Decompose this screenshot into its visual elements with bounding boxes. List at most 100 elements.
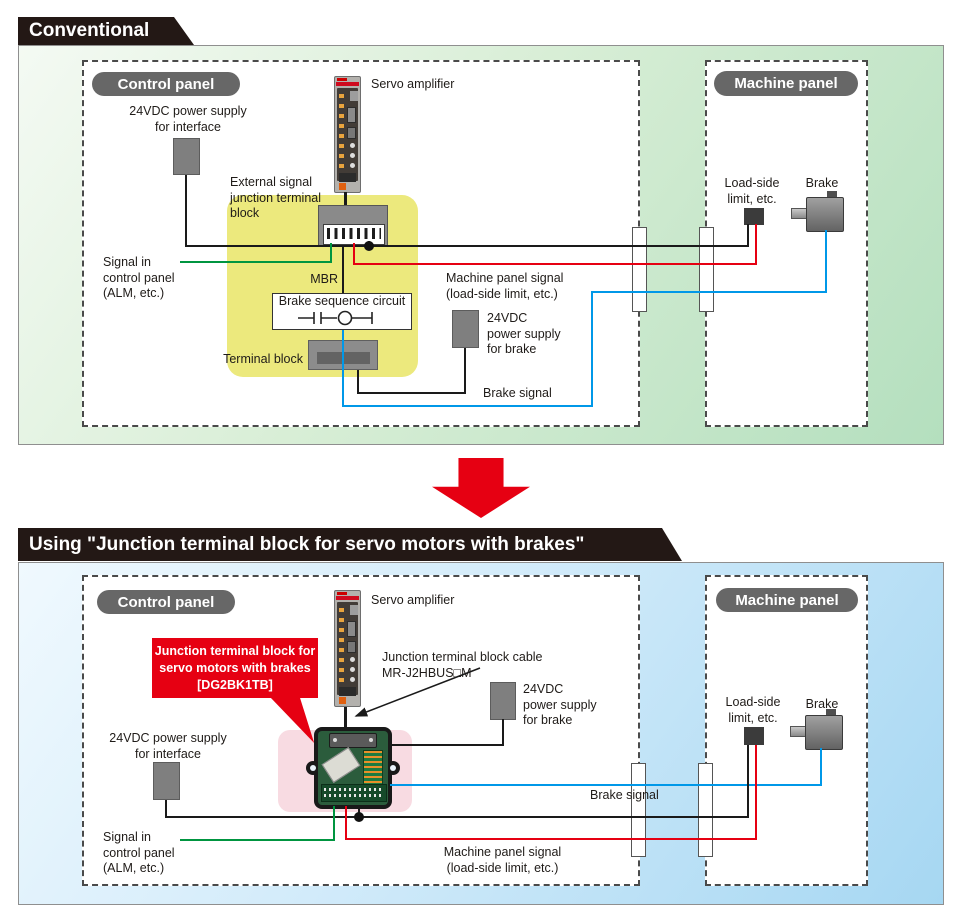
wire-brakesig-v1-top bbox=[357, 370, 359, 394]
amp-bottom-connector bbox=[339, 687, 356, 696]
label-line: MR-J2HBUS□M bbox=[382, 665, 472, 680]
wire-blue-h2-top bbox=[591, 291, 827, 293]
wire-red-v2-bottom bbox=[755, 745, 757, 840]
amp-red-stripe bbox=[336, 596, 359, 600]
wire-black-main-top bbox=[185, 245, 749, 247]
wire-green-h-bottom bbox=[180, 839, 335, 841]
using-banner: Using "Junction terminal block for servo… bbox=[18, 528, 682, 561]
control-panel-pill-top: Control panel bbox=[92, 72, 240, 96]
junction-cable-bottom bbox=[344, 707, 347, 731]
psu-brake-box-bottom bbox=[490, 682, 516, 720]
cable-duct-left-top bbox=[632, 227, 647, 312]
brake-motor-bottom bbox=[805, 715, 843, 750]
amp-connector-icon bbox=[347, 641, 356, 653]
load-side-limit-box-top bbox=[744, 208, 764, 225]
psu-brake-box-top bbox=[452, 310, 479, 348]
amp-led-icon bbox=[350, 677, 355, 682]
label-line: power supply bbox=[487, 326, 561, 341]
wire-psu-brake-v-bottom bbox=[502, 719, 504, 746]
pcb-bottom-terminals bbox=[321, 784, 387, 802]
pcb-side-terminals bbox=[363, 750, 383, 785]
load-side-limit-label-bottom: Load-side limit, etc. bbox=[713, 695, 793, 726]
label-line: (load-side limit, etc.) bbox=[446, 286, 558, 301]
psu-brake-label-top: 24VDC power supply for brake bbox=[487, 311, 561, 358]
amp-name-tag bbox=[350, 91, 358, 101]
amp-logo bbox=[337, 592, 347, 595]
load-side-limit-box-bottom bbox=[744, 727, 764, 745]
label-line: 24VDC bbox=[487, 311, 528, 325]
wire-red-v1-top bbox=[353, 243, 355, 265]
servo-amplifier-top bbox=[334, 76, 361, 193]
wire-psu-brake-h-bottom bbox=[390, 744, 504, 746]
label-line: Load-side bbox=[725, 695, 781, 709]
amp-led-icon bbox=[350, 143, 355, 148]
label-line: for brake bbox=[487, 342, 537, 356]
servo-amplifier-label-top: Servo amplifier bbox=[371, 77, 455, 91]
wire-blue-v1-top bbox=[342, 330, 344, 407]
psu-brake-label-bottom: 24VDC power supply for brake bbox=[523, 682, 597, 729]
label-line: for interface bbox=[134, 746, 201, 761]
amp-bottom-connector bbox=[339, 173, 356, 182]
label-line: for brake bbox=[523, 713, 573, 727]
servo-amplifier-bottom bbox=[334, 590, 361, 707]
wire-blue-h-bottom bbox=[390, 784, 822, 786]
cable-duct-left-bottom bbox=[631, 763, 646, 857]
brake-motor-tab-top bbox=[827, 191, 837, 198]
wire-blue-h1-top bbox=[342, 405, 593, 407]
wire-brakesig-v2-top bbox=[464, 348, 466, 394]
wire-psu-interface-top bbox=[185, 175, 187, 247]
label-line: 24VDC power supply bbox=[109, 731, 227, 745]
callout-line: [DG2BK1TB] bbox=[197, 677, 273, 692]
label-line: Machine panel signal bbox=[443, 845, 562, 859]
cable-pointer-arrow bbox=[354, 667, 481, 717]
wire-blue-v-bottom bbox=[820, 748, 822, 786]
amp-led-icon bbox=[350, 657, 355, 662]
amp-led-icon bbox=[350, 153, 355, 158]
terminal-block-label: Terminal block bbox=[223, 352, 303, 366]
amp-connector-icon bbox=[347, 107, 356, 123]
label-line: External signal bbox=[230, 175, 312, 189]
amp-led-icon bbox=[350, 667, 355, 672]
label-line: (ALM, etc.) bbox=[103, 286, 165, 300]
brake-signal-label-top: Brake signal bbox=[483, 386, 552, 400]
psu-interface-box-bottom bbox=[153, 762, 180, 800]
label-line: for interface bbox=[154, 119, 221, 134]
psu-interface-label-bottom: 24VDC power supply for interface bbox=[103, 731, 233, 762]
label-line: (ALM, etc.) bbox=[103, 861, 165, 875]
brake-label-top: Brake bbox=[805, 176, 839, 190]
brake-sequence-label: Brake sequence circuit bbox=[278, 294, 406, 308]
label-line: limit, etc. bbox=[728, 710, 778, 725]
label-line: Junction terminal block cable bbox=[382, 650, 543, 664]
brake-motor-top bbox=[806, 197, 844, 232]
wire-psu-interface-bottom bbox=[165, 800, 167, 818]
amp-orange-connector bbox=[339, 183, 346, 190]
amp-cable-top bbox=[344, 192, 347, 206]
servo-amplifier-label-bottom: Servo amplifier bbox=[371, 593, 455, 607]
amp-terminal-dots bbox=[339, 608, 344, 688]
junction-cable-label: Junction terminal block cable MR-J2HBUS□… bbox=[382, 650, 543, 681]
wire-red-h-top bbox=[353, 263, 757, 265]
amp-orange-connector bbox=[339, 697, 346, 704]
amp-connector-icon bbox=[347, 127, 356, 139]
pcb-mount-ear bbox=[386, 761, 400, 775]
amp-name-tag bbox=[350, 605, 358, 615]
machine-signal-label-bottom: Machine panel signal (load-side limit, e… bbox=[420, 845, 585, 876]
wire-green-v-top bbox=[330, 243, 332, 263]
junction-dot-bottom bbox=[354, 812, 364, 822]
label-line: control panel bbox=[103, 270, 175, 285]
label-line: Signal in bbox=[103, 255, 151, 269]
wire-blue-v3-top bbox=[825, 230, 827, 293]
junction-dot-top bbox=[364, 241, 374, 251]
external-junction-terminal-block bbox=[318, 205, 388, 247]
terminal-pin-strip bbox=[323, 224, 385, 245]
label-line: Machine panel signal bbox=[446, 271, 564, 285]
mbr-label: MBR bbox=[310, 272, 338, 286]
wire-limit-black-top bbox=[747, 224, 749, 247]
wire-green-v-bottom bbox=[333, 806, 335, 841]
psu-interface-label-top: 24VDC power supply for interface bbox=[123, 104, 253, 135]
psu-interface-box-top bbox=[173, 138, 200, 175]
callout-line: servo motors with brakes bbox=[159, 660, 311, 675]
conventional-banner: Conventional bbox=[18, 17, 194, 45]
wire-red-h-bottom bbox=[345, 838, 757, 840]
